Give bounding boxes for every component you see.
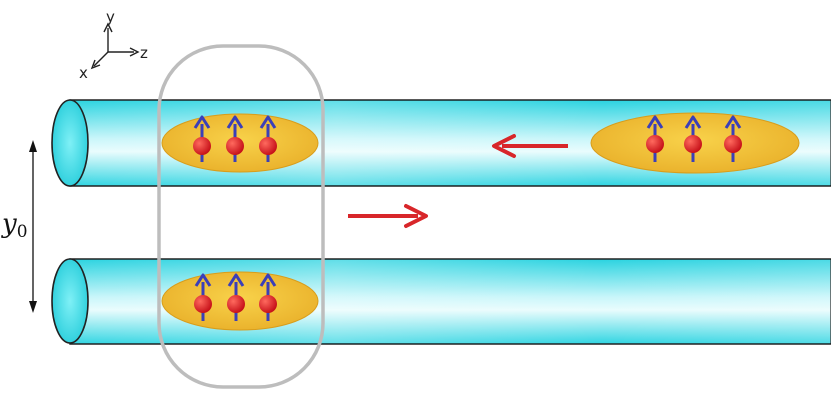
- atom: [646, 135, 664, 153]
- separation-label: y0: [1, 209, 28, 242]
- cloud-top-left: [161, 113, 319, 173]
- atom: [684, 135, 702, 153]
- arrow-left: [492, 134, 568, 158]
- top-tube-opening: [51, 99, 89, 187]
- z-axis-label: z: [140, 44, 148, 62]
- y-axis-label: y: [106, 8, 115, 26]
- atom-group: [194, 273, 277, 321]
- atom: [259, 137, 277, 155]
- atom-group: [646, 115, 742, 162]
- coordinate-axes: y z x: [79, 8, 148, 82]
- cloud-top-right: [590, 112, 800, 174]
- bottom-tube-opening: [51, 258, 89, 344]
- arrow-right: [348, 204, 428, 228]
- separation-symbol: y: [1, 209, 17, 239]
- pair-outline: [157, 44, 325, 389]
- atom: [193, 137, 211, 155]
- x-axis-label: x: [79, 64, 88, 82]
- atom: [724, 135, 742, 153]
- atom: [226, 137, 244, 155]
- atom: [227, 295, 245, 313]
- separation-arrow: y0: [1, 140, 37, 313]
- cloud-bottom-left: [161, 271, 319, 331]
- atom: [259, 295, 277, 313]
- atom-group: [193, 115, 277, 162]
- atom: [194, 295, 212, 313]
- separation-subscript: 0: [17, 222, 28, 242]
